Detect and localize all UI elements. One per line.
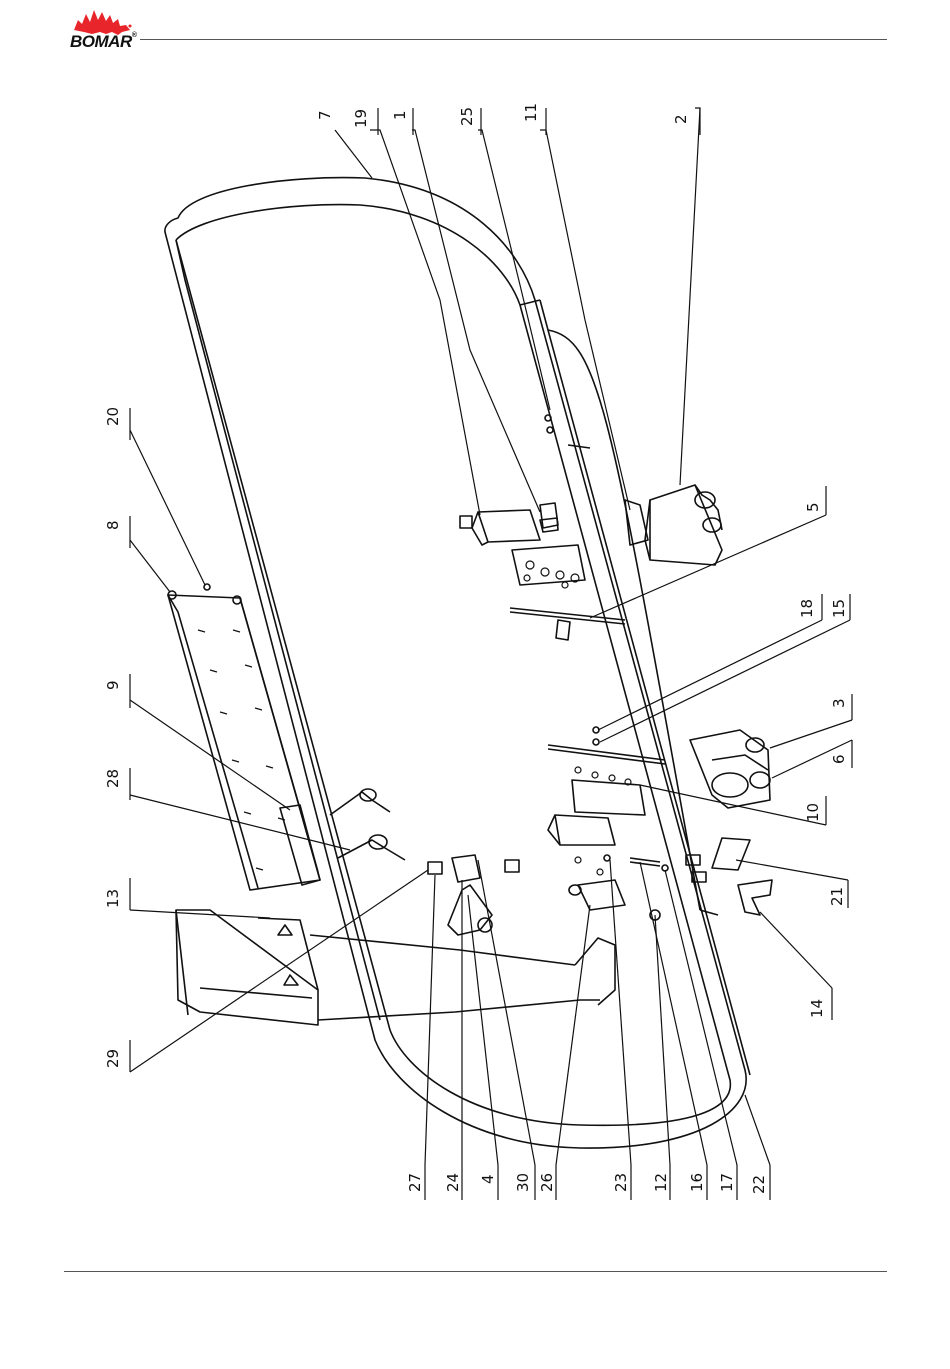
callout-10: 10 — [804, 803, 822, 822]
mounting-bracket — [176, 910, 318, 1025]
callout-1: 1 — [391, 110, 409, 120]
callout-5: 5 — [804, 502, 822, 512]
callout-21: 21 — [828, 887, 846, 906]
callout-9: 9 — [104, 680, 122, 690]
callout-24: 24 — [444, 1173, 462, 1192]
callout-29: 29 — [104, 1049, 122, 1068]
footer-rule — [64, 1271, 887, 1272]
callout-23: 23 — [612, 1173, 630, 1192]
callout-4: 4 — [479, 1174, 497, 1184]
callout-22: 22 — [750, 1175, 768, 1194]
callout-25: 25 — [458, 107, 476, 126]
solenoid-2 — [650, 485, 722, 565]
callout-30: 30 — [514, 1173, 532, 1192]
callout-8: 8 — [104, 520, 122, 530]
callout-27: 27 — [406, 1173, 424, 1192]
callout-17: 17 — [718, 1173, 736, 1192]
main-frame — [165, 178, 746, 1148]
callout-7: 7 — [316, 110, 334, 120]
callout-13: 13 — [104, 889, 122, 908]
callout-6: 6 — [830, 754, 848, 764]
callout-15: 15 — [830, 599, 848, 618]
callout-19: 19 — [352, 109, 370, 128]
callout-11: 11 — [522, 103, 540, 122]
callout-3: 3 — [830, 698, 848, 708]
callout-18: 18 — [798, 599, 816, 618]
callout-2: 2 — [672, 114, 690, 124]
callout-20: 20 — [104, 407, 122, 426]
callout-26: 26 — [538, 1173, 556, 1192]
callout-14: 14 — [808, 999, 826, 1018]
callout-16: 16 — [688, 1173, 706, 1192]
callout-12: 12 — [652, 1173, 670, 1192]
callout-28: 28 — [104, 769, 122, 788]
